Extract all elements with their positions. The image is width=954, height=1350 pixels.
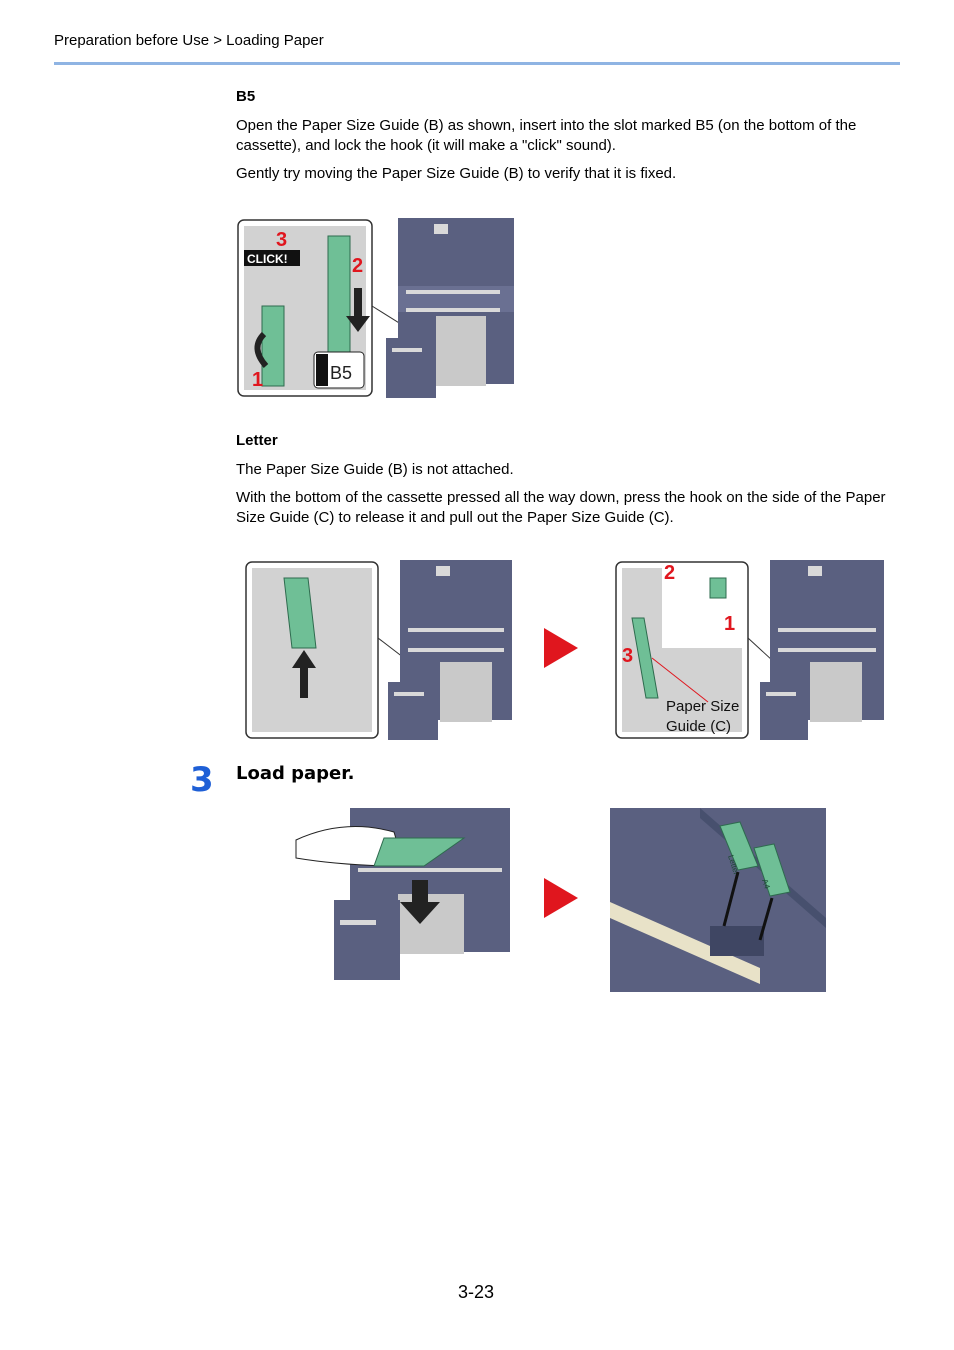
cassette-label-strip	[610, 902, 760, 984]
insert-arrow-icon	[758, 897, 774, 941]
callout-2: 2	[352, 255, 363, 277]
callout-1: 1	[724, 613, 735, 635]
paper-size-guide-c	[283, 577, 317, 649]
callout-1: 1	[252, 369, 263, 391]
guide-hook	[709, 577, 727, 599]
down-arrow-icon	[400, 880, 440, 924]
a4-sheet	[753, 843, 791, 897]
paper-slot	[710, 926, 764, 956]
callout-2: 2	[664, 562, 675, 584]
callout-3: 3	[622, 645, 633, 667]
click-badge	[244, 250, 300, 266]
b5-heading: B5	[236, 88, 256, 105]
paper-stack	[373, 837, 466, 867]
callout-3: 3	[276, 229, 287, 251]
b5-paragraph-2: Gently try moving the Paper Size Guide (…	[236, 165, 677, 182]
b5-slot-label: B5	[330, 363, 352, 383]
copier-illustration	[760, 560, 884, 740]
letter-heading: Letter	[236, 432, 278, 449]
next-step-arrow-icon	[544, 878, 578, 918]
rotate-arrow-icon	[254, 331, 269, 368]
letter-figure-left	[245, 560, 512, 740]
click-label: CLICK!	[247, 252, 288, 266]
breadcrumb: Preparation before Use > Loading Paper	[54, 32, 324, 49]
next-step-arrow-icon	[544, 628, 578, 668]
step-number: 3	[190, 760, 214, 800]
b5-paragraph-1: Open the Paper Size Guide (B) as shown, …	[236, 117, 857, 154]
guide-label-line-1: Paper Size	[666, 698, 739, 715]
letter-paragraph-1: The Paper Size Guide (B) is not attached…	[236, 461, 514, 478]
page-number: 3-23	[458, 1282, 495, 1302]
guide-leader-line	[651, 657, 709, 703]
load-paper-figure-right: Letter A4	[610, 808, 826, 992]
cassette-front	[334, 900, 400, 980]
header-rule	[54, 62, 900, 65]
up-arrow-icon	[292, 650, 316, 698]
down-arrow-icon	[346, 288, 370, 332]
guide-label-line-2: Guide (C)	[666, 718, 731, 735]
sheet-label-a4: A4	[760, 878, 772, 891]
letter-sheet	[719, 821, 759, 871]
paper-size-guide-b-locked	[327, 235, 351, 357]
step-title: Load paper.	[236, 763, 355, 784]
copier-illustration	[388, 560, 512, 740]
insert-arrow-icon	[722, 871, 740, 927]
paper-size-guide-b-open	[261, 305, 285, 387]
letter-figure-right: 2 1 3 Paper Size Guide (C)	[615, 560, 884, 740]
letter-paragraph-2: With the bottom of the cassette pressed …	[236, 489, 886, 526]
copier-illustration	[386, 218, 514, 398]
b5-figure: B5 CLICK! 3 2 1	[237, 218, 514, 398]
paper-size-guide-c	[631, 617, 659, 699]
load-paper-figure-left	[295, 808, 510, 980]
